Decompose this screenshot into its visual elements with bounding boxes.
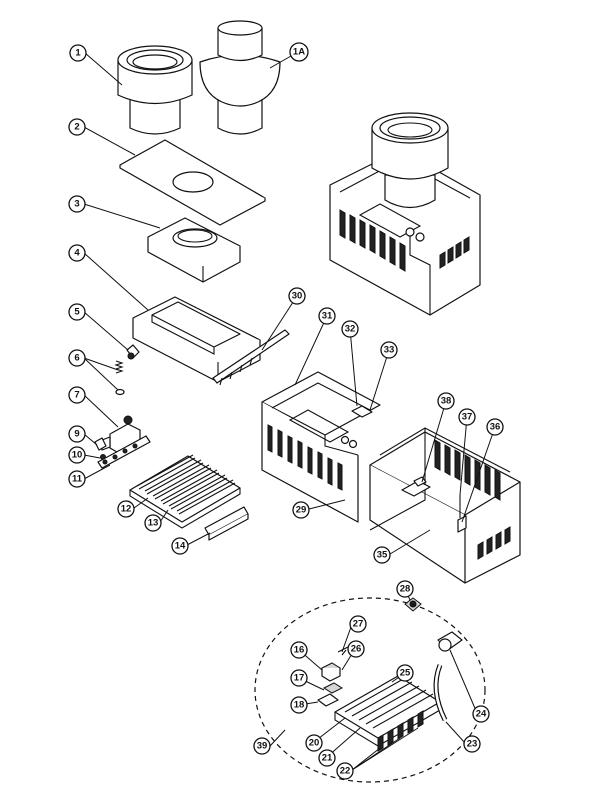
callout-12: 12 bbox=[117, 500, 135, 518]
callout-23: 23 bbox=[463, 735, 481, 753]
callout-26: 26 bbox=[347, 640, 365, 658]
part-vent-adapter-1 bbox=[117, 45, 193, 135]
part-cabinet-35 bbox=[369, 427, 521, 584]
callout-4: 4 bbox=[68, 244, 86, 262]
callout-16: 16 bbox=[290, 641, 308, 659]
part-vent-adapter-1a bbox=[199, 20, 281, 135]
callout-7: 7 bbox=[68, 386, 86, 404]
svg-text:1A: 1A bbox=[293, 47, 305, 58]
part-burners-13 bbox=[136, 454, 236, 515]
callout-22: 22 bbox=[336, 762, 354, 780]
svg-text:23: 23 bbox=[467, 739, 478, 750]
svg-text:16: 16 bbox=[294, 645, 305, 656]
callout-38: 38 bbox=[437, 392, 455, 410]
callout-11: 11 bbox=[68, 470, 86, 488]
callout-13: 13 bbox=[144, 514, 162, 532]
part-rod-30 bbox=[212, 329, 290, 386]
svg-text:26: 26 bbox=[351, 644, 362, 655]
callout-9: 9 bbox=[68, 425, 86, 443]
svg-text:29: 29 bbox=[296, 505, 307, 516]
svg-text:21: 21 bbox=[322, 753, 333, 764]
callout-5: 5 bbox=[68, 303, 86, 321]
callout-1: 1 bbox=[69, 44, 87, 62]
callout-1a: 1A bbox=[289, 42, 309, 62]
part-spring-6 bbox=[114, 360, 125, 396]
callout-17: 17 bbox=[290, 669, 308, 687]
part-front-panel-29 bbox=[261, 371, 381, 523]
svg-text:22: 22 bbox=[340, 766, 351, 777]
callout-39: 39 bbox=[253, 737, 271, 755]
svg-text:4: 4 bbox=[74, 248, 80, 259]
svg-text:13: 13 bbox=[148, 518, 159, 529]
svg-text:10: 10 bbox=[72, 450, 83, 461]
part-control-32 bbox=[351, 405, 373, 418]
svg-text:37: 37 bbox=[462, 412, 473, 423]
callout-25: 25 bbox=[396, 664, 414, 682]
svg-text:35: 35 bbox=[377, 550, 388, 561]
part-burner-assembly-39 bbox=[317, 645, 441, 752]
part-plate-2 bbox=[119, 139, 266, 226]
svg-text:38: 38 bbox=[441, 396, 452, 407]
part-manifold-11 bbox=[97, 435, 151, 469]
callout-27: 27 bbox=[349, 615, 367, 633]
callout-28: 28 bbox=[396, 580, 414, 598]
callout-30: 30 bbox=[288, 287, 306, 305]
callout-33: 33 bbox=[380, 341, 398, 359]
svg-text:39: 39 bbox=[257, 741, 268, 752]
callout-10: 10 bbox=[68, 446, 86, 464]
callout-18: 18 bbox=[290, 696, 308, 714]
svg-text:18: 18 bbox=[294, 700, 305, 711]
svg-text:17: 17 bbox=[294, 673, 305, 684]
svg-text:14: 14 bbox=[175, 541, 186, 552]
svg-text:12: 12 bbox=[121, 504, 132, 515]
assembled-heater bbox=[329, 112, 481, 316]
part-gas-line-23 bbox=[433, 664, 448, 722]
svg-text:1: 1 bbox=[75, 48, 81, 59]
svg-text:20: 20 bbox=[309, 738, 320, 749]
callout-3: 3 bbox=[68, 195, 86, 213]
svg-text:27: 27 bbox=[353, 619, 364, 630]
svg-text:36: 36 bbox=[490, 422, 501, 433]
callout-37: 37 bbox=[458, 408, 476, 426]
callout-35: 35 bbox=[373, 546, 391, 564]
callout-14: 14 bbox=[171, 537, 189, 555]
part-small-9 bbox=[94, 437, 107, 451]
svg-text:28: 28 bbox=[400, 584, 411, 595]
callout-24: 24 bbox=[472, 705, 490, 723]
svg-text:7: 7 bbox=[74, 390, 79, 401]
svg-text:30: 30 bbox=[292, 291, 303, 302]
callout-29: 29 bbox=[292, 501, 310, 519]
svg-text:33: 33 bbox=[384, 345, 395, 356]
callout-6: 6 bbox=[68, 349, 86, 367]
svg-text:24: 24 bbox=[476, 709, 487, 720]
svg-text:9: 9 bbox=[74, 429, 79, 440]
svg-text:32: 32 bbox=[345, 324, 356, 335]
part-pilot-24 bbox=[437, 631, 463, 652]
svg-text:2: 2 bbox=[74, 122, 79, 133]
svg-text:25: 25 bbox=[400, 668, 411, 679]
callout-2: 2 bbox=[68, 118, 86, 136]
part-collar-3 bbox=[147, 217, 241, 283]
svg-text:31: 31 bbox=[322, 311, 333, 322]
leader-lines bbox=[83, 52, 496, 771]
burner-assembly-boundary-39 bbox=[254, 597, 486, 783]
svg-text:6: 6 bbox=[74, 353, 79, 364]
callout-21: 21 bbox=[318, 749, 336, 767]
svg-text:3: 3 bbox=[74, 199, 79, 210]
svg-text:5: 5 bbox=[74, 307, 80, 318]
callout-32: 32 bbox=[341, 320, 359, 338]
svg-text:11: 11 bbox=[72, 474, 83, 485]
part-bracket-14 bbox=[204, 506, 249, 541]
part-fitting-5 bbox=[126, 344, 140, 360]
callout-20: 20 bbox=[305, 734, 323, 752]
callout-36: 36 bbox=[486, 418, 504, 436]
callout-31: 31 bbox=[318, 307, 336, 325]
